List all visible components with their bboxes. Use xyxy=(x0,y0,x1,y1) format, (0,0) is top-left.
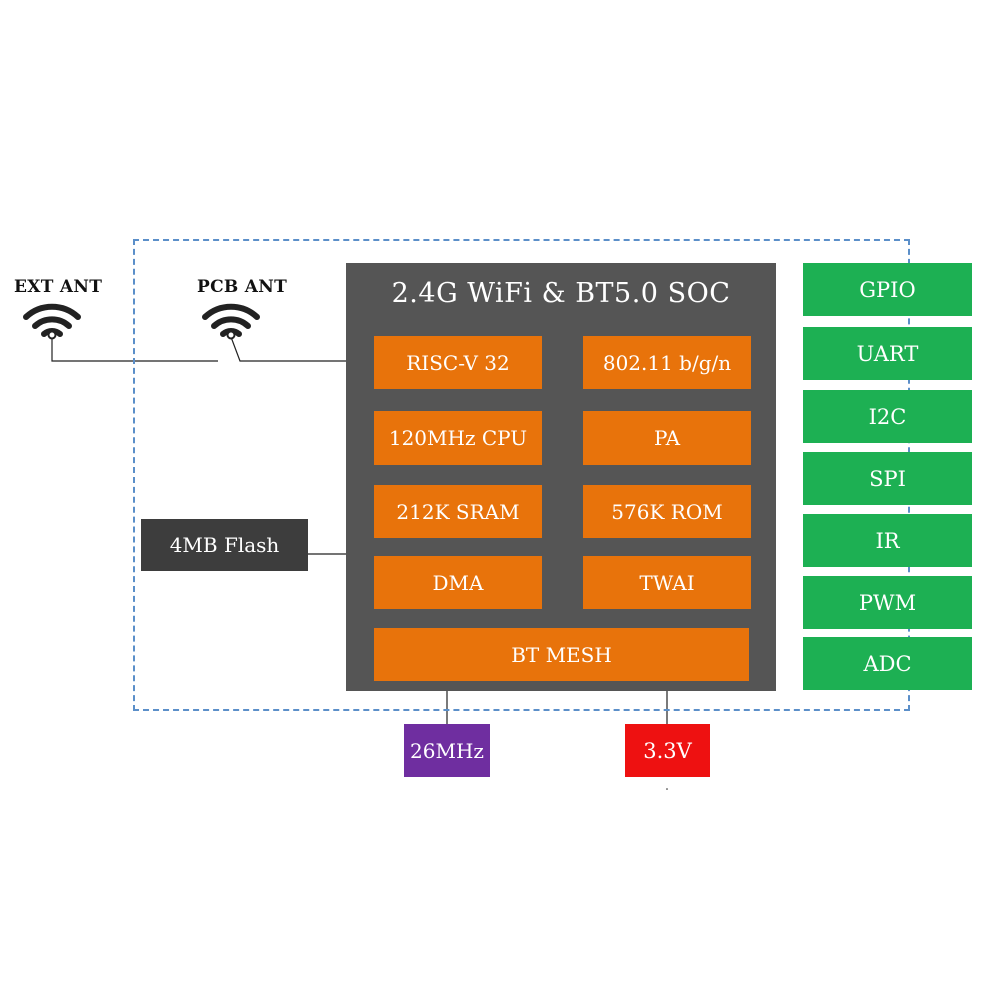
ext-ant-label: EXT ANT xyxy=(14,277,103,297)
peripheral-gpio: GPIO xyxy=(803,263,972,316)
block-pa: PA xyxy=(583,411,751,465)
peripheral-uart: UART xyxy=(803,327,972,380)
peripheral-adc: ADC xyxy=(803,637,972,690)
peripheral-pwm: PWM xyxy=(803,576,972,629)
ext-ant-wire xyxy=(51,337,218,362)
block-rom: 576K ROM xyxy=(583,485,751,538)
power-block: 3.3V xyxy=(625,724,710,777)
block-sram: 212K SRAM xyxy=(374,485,542,538)
soc-block xyxy=(346,263,776,691)
block-riscv: RISC-V 32 xyxy=(374,336,542,389)
block-wifi-standard: 802.11 b/g/n xyxy=(583,336,751,389)
peripheral-i2c: I2C xyxy=(803,390,972,443)
peripheral-spi: SPI xyxy=(803,452,972,505)
block-cpu: 120MHz CPU xyxy=(374,411,542,465)
wifi-icon xyxy=(23,303,81,340)
crystal-block: 26MHz xyxy=(404,724,490,777)
peripheral-ir: IR xyxy=(803,514,972,567)
block-bt-mesh: BT MESH xyxy=(374,628,749,681)
block-twai: TWAI xyxy=(583,556,751,609)
block-dma: DMA xyxy=(374,556,542,609)
pcb-ant-wire xyxy=(230,336,346,362)
flash-block: 4MB Flash xyxy=(141,519,308,571)
soc-title: 2.4G WiFi & BT5.0 SOC xyxy=(391,278,731,309)
pcb-ant-label: PCB ANT xyxy=(197,277,288,297)
wifi-icon xyxy=(202,303,260,340)
